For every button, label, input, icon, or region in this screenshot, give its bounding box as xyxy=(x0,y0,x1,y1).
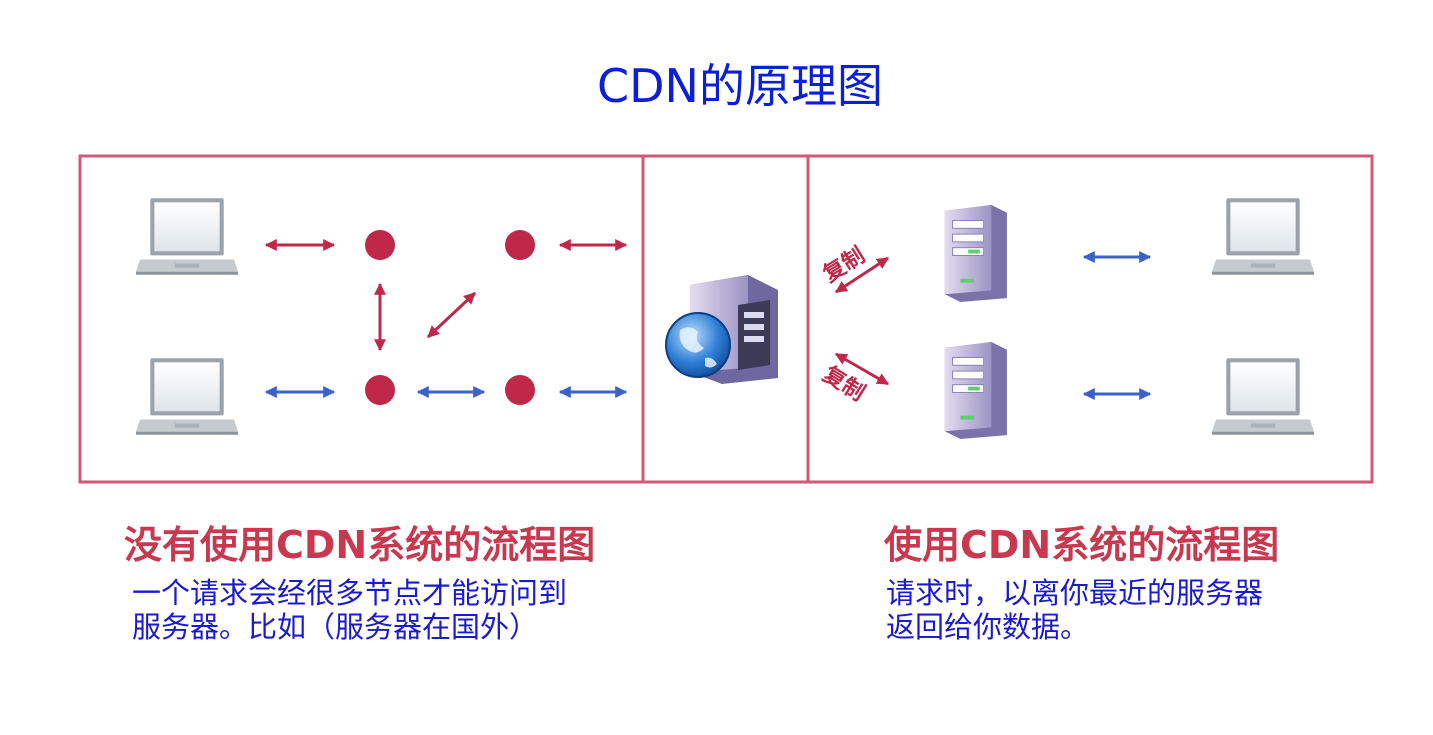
caption-line: 请求时，以离你最近的服务器 xyxy=(886,576,1264,610)
origin-server-icon xyxy=(665,275,778,384)
laptop-icon xyxy=(136,198,238,275)
right-caption-text: 请求时，以离你最近的服务器 返回给你数据。 xyxy=(886,576,1263,644)
laptop-icon xyxy=(136,358,238,435)
caption-line: 服务器。比如（服务器在国外） xyxy=(132,610,539,644)
network-node xyxy=(505,375,535,405)
left-caption-text: 一个请求会经很多节点才能访问到 服务器。比如（服务器在国外） xyxy=(132,576,567,644)
caption-line: 返回给你数据。 xyxy=(886,610,1090,644)
laptop-icon xyxy=(1212,358,1314,435)
copy-arrow xyxy=(834,256,890,294)
right-caption-title: 使用CDN系统的流程图 xyxy=(884,523,1280,567)
edge-server-icon xyxy=(944,342,1008,439)
origin-server-box xyxy=(641,154,810,484)
laptop-icon xyxy=(1212,198,1314,275)
red-arrow xyxy=(426,291,477,339)
copy-arrow xyxy=(834,352,890,386)
network-node xyxy=(365,230,395,260)
network-node xyxy=(365,375,395,405)
left-caption-title: 没有使用CDN系统的流程图 xyxy=(124,523,596,567)
edge-server-icon xyxy=(944,205,1008,302)
network-node xyxy=(505,230,535,260)
caption-line: 一个请求会经很多节点才能访问到 xyxy=(132,576,568,610)
copy-label: 复制 xyxy=(818,242,870,288)
page-title: CDN的原理图 xyxy=(597,59,883,113)
